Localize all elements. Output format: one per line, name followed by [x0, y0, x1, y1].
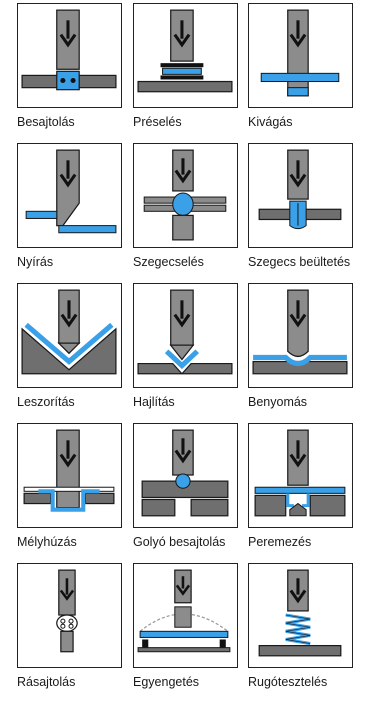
- deep-drawing-icon: [17, 423, 122, 528]
- clamping-icon: [17, 283, 122, 388]
- process-label: Leszorítás: [17, 395, 75, 409]
- ball-press-fit-icon: [133, 423, 238, 528]
- process-label: Rugótesztelés: [248, 675, 328, 689]
- bending-icon: [133, 283, 238, 388]
- process-embossing: Benyomás: [248, 283, 373, 423]
- process-label: Besajtolás: [17, 115, 75, 129]
- process-label: Egyengetés: [133, 675, 200, 689]
- punching-icon: [248, 3, 353, 108]
- process-flanging: Peremezés: [248, 423, 373, 563]
- process-spring-testing: Rugótesztelés: [248, 563, 373, 703]
- riveting-icon: [133, 143, 238, 248]
- process-label: Kivágás: [248, 115, 293, 129]
- process-press-fit: Besajtolás: [17, 3, 142, 143]
- spring-testing-icon: [248, 563, 353, 668]
- process-rivet-insertion: Szegecs beültetés: [248, 143, 373, 283]
- process-label: Golyó besajtolás: [133, 535, 226, 549]
- embossing-icon: [248, 283, 353, 388]
- process-clamping: Leszorítás: [17, 283, 142, 423]
- press-on-icon: [17, 563, 122, 668]
- process-label: Peremezés: [248, 535, 312, 549]
- pressing-icon: [133, 3, 238, 108]
- process-label: Rásajtolás: [17, 675, 76, 689]
- process-deep-drawing: Mélyhúzás: [17, 423, 142, 563]
- process-straightening: Egyengetés: [133, 563, 258, 703]
- process-label: Mélyhúzás: [17, 535, 77, 549]
- shearing-icon: [17, 143, 122, 248]
- press-fit-icon: [17, 3, 122, 108]
- process-bending: Hajlítás: [133, 283, 258, 423]
- process-shearing: Nyírás: [17, 143, 142, 283]
- process-label: Hajlítás: [133, 395, 175, 409]
- process-label: Benyomás: [248, 395, 308, 409]
- process-press-on: Rásajtolás: [17, 563, 142, 703]
- rivet-insertion-icon: [248, 143, 353, 248]
- process-riveting: Szegecselés: [133, 143, 258, 283]
- process-pressing: Préselés: [133, 3, 258, 143]
- straightening-icon: [133, 563, 238, 668]
- process-label: Nyírás: [17, 255, 54, 269]
- flanging-icon: [248, 423, 353, 528]
- process-label: Szegecs beültetés: [248, 255, 351, 269]
- process-label: Préselés: [133, 115, 182, 129]
- process-punching: Kivágás: [248, 3, 373, 143]
- process-ball-press-fit: Golyó besajtolás: [133, 423, 258, 563]
- process-label: Szegecselés: [133, 255, 204, 269]
